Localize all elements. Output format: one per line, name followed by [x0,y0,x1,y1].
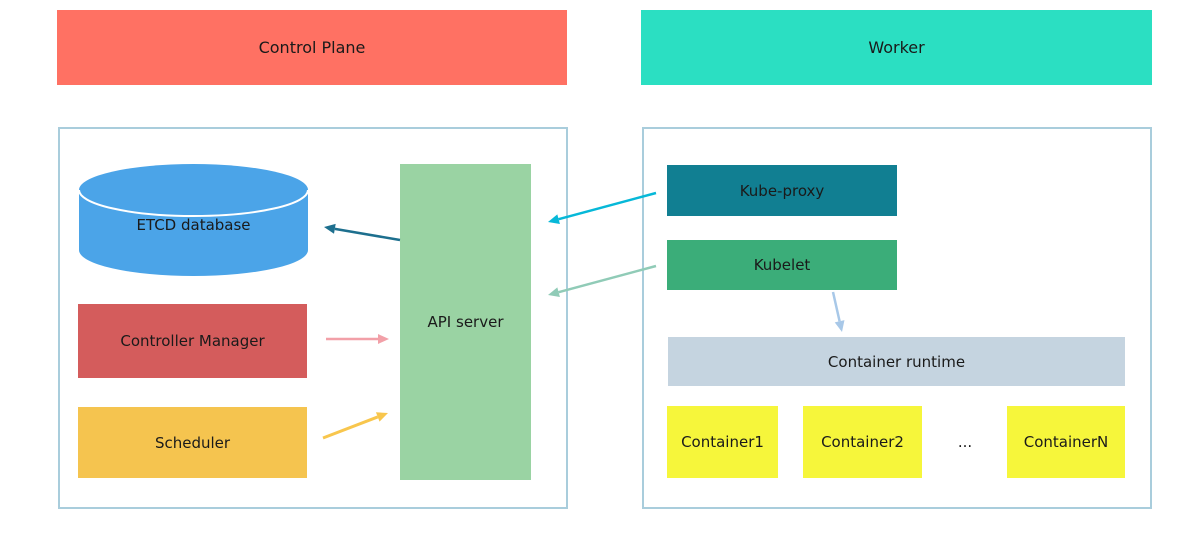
kubelet-node: Kubelet [667,240,897,290]
kubelet-label: Kubelet [753,256,811,274]
containers-ellipsis: ... [957,433,973,451]
controller-manager-label: Controller Manager [120,332,265,350]
kube-proxy-node: Kube-proxy [667,165,897,216]
etcd-database-cylinder-icon [78,164,309,276]
controller-manager-node: Controller Manager [78,304,307,378]
scheduler-label: Scheduler [154,433,231,452]
container-runtime-label: Container runtime [827,352,966,371]
api-server-node: API server [400,164,531,480]
container-2-label: Container2 [821,433,904,451]
kube-proxy-label: Kube-proxy [739,181,825,200]
control-plane-header-label: Control Plane [258,38,366,57]
etcd-database-label: ETCD database [136,216,251,234]
container-n-node: ContainerN [1007,406,1125,478]
worker-group-box [642,127,1152,509]
worker-header-label: Worker [868,38,925,57]
container-1-node: Container1 [667,406,778,478]
container-2-node: Container2 [803,406,922,478]
scheduler-node: Scheduler [78,407,307,478]
api-server-label: API server [427,313,504,331]
container-n-label: ContainerN [1023,433,1109,451]
worker-header: Worker [641,10,1152,85]
container-runtime-node: Container runtime [668,337,1125,386]
control-plane-group-box [58,127,568,509]
control-plane-header: Control Plane [57,10,567,85]
container-1-label: Container1 [681,433,764,451]
